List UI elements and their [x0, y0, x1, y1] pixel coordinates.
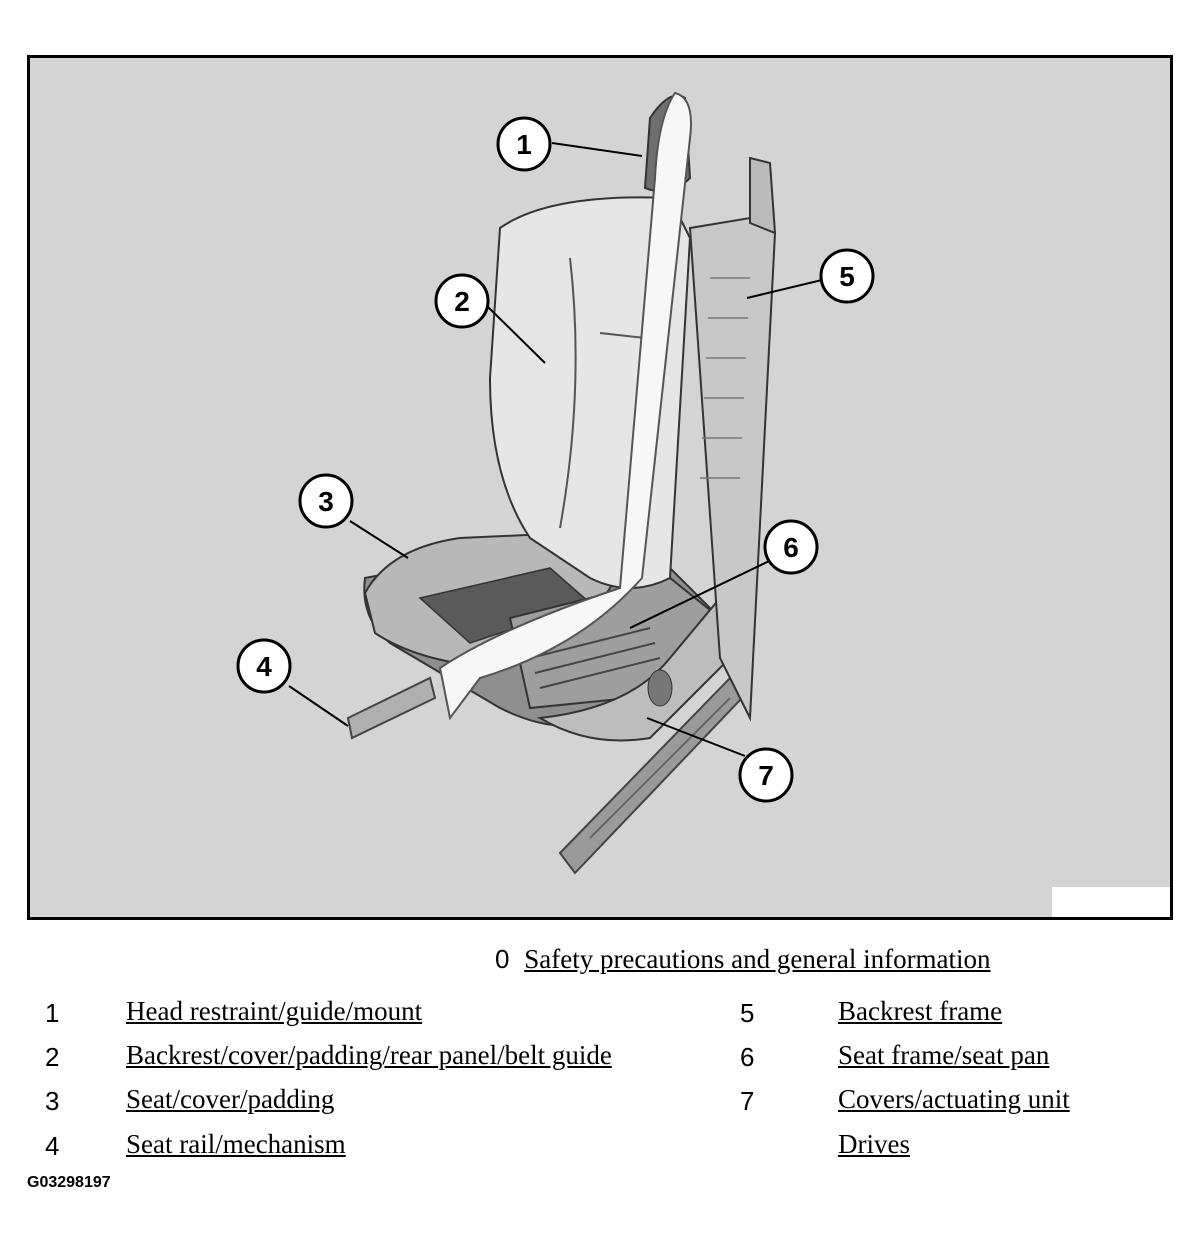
callout-circle-1: [496, 116, 552, 172]
figure-corner-tab: [1052, 887, 1170, 917]
section-band: [438, 91, 692, 721]
frame-top: [749, 156, 777, 235]
legend-number-3: 3: [45, 1086, 60, 1116]
legend-link-3[interactable]: Seat/cover/padding: [126, 1084, 335, 1114]
seat-illustration: 1 2 3 4 5 6 7: [236, 91, 875, 875]
backrest-seam-2: [599, 332, 646, 339]
callout-5: 5: [839, 261, 855, 292]
callout-2: 2: [454, 286, 470, 317]
callout-1: 1: [516, 129, 532, 160]
callout-4: 4: [256, 651, 272, 682]
leader-6: [629, 550, 791, 629]
callout-7: 7: [758, 760, 774, 791]
backrest-seam: [559, 257, 577, 529]
callout-circle-4: [236, 638, 292, 694]
legend-link-1[interactable]: Head restraint/guide/mount: [126, 996, 423, 1026]
callout-circle-7: [738, 747, 794, 803]
seat-diagram: 1 2 3 4 5 6 7: [27, 55, 1173, 920]
rail-groove: [589, 697, 731, 839]
legend-number-6: 6: [740, 1042, 755, 1072]
callout-circle-2: [434, 273, 490, 329]
callout-3: 3: [318, 486, 334, 517]
legend-link-4[interactable]: Seat rail/mechanism: [126, 1129, 346, 1159]
legend-number-5: 5: [740, 998, 755, 1028]
legend-link-6[interactable]: Seat frame/seat pan: [838, 1040, 1050, 1070]
figure-code: G03298197: [27, 1174, 111, 1191]
leader-7: [646, 717, 746, 757]
legend-link-2[interactable]: Backrest/cover/padding/rear panel/belt g…: [126, 1040, 612, 1070]
reference-line: 0 Safety precautions and general informa…: [495, 944, 991, 975]
leader-2: [486, 305, 546, 364]
legend-number-1: 1: [45, 998, 60, 1028]
legend-number-4: 4: [45, 1131, 60, 1161]
legend-number-7: 7: [740, 1086, 755, 1116]
actuator-knob: [647, 669, 673, 707]
leader-3: [349, 520, 409, 559]
leader-1: [551, 142, 643, 157]
callout-circle-5: [819, 248, 875, 304]
frame-grid: [700, 277, 750, 479]
callout-6: 6: [783, 532, 799, 563]
legend-link-8[interactable]: Drives: [838, 1129, 910, 1159]
frame-slats: [529, 627, 661, 689]
leader-5: [746, 279, 823, 299]
callout-circle-3: [298, 473, 354, 529]
front-seat-rail: [346, 676, 437, 740]
callout-circle-6: [763, 519, 819, 575]
legend-link-7[interactable]: Covers/actuating unit: [838, 1084, 1070, 1114]
legend-link-5[interactable]: Backrest frame: [838, 996, 1003, 1026]
leader-4: [288, 685, 349, 727]
legend-number-2: 2: [45, 1042, 60, 1072]
reference-link[interactable]: Safety precautions and general informati…: [524, 944, 991, 974]
reference-number: 0: [495, 944, 510, 974]
